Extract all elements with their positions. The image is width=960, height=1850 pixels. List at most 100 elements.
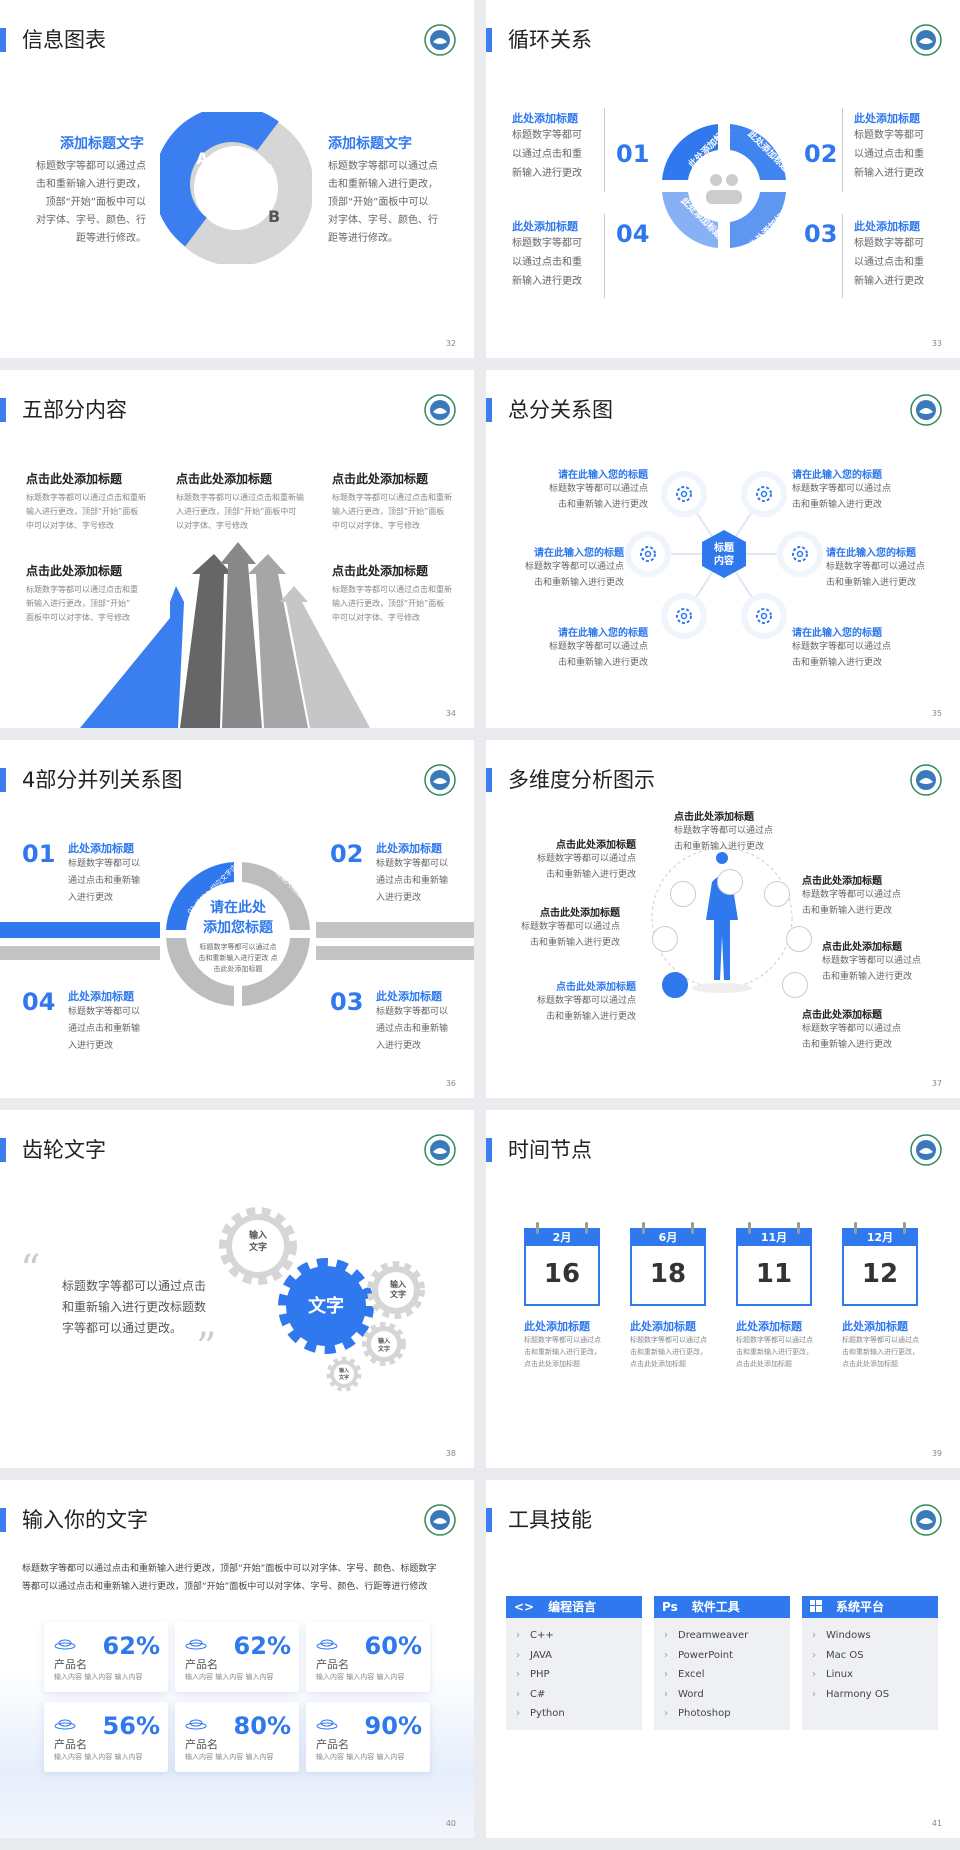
cycle-num-4: 04	[616, 220, 650, 248]
dim-item-3: 点击此处添加标题 标题数字等都可以通过点击和重新输入进行更改	[802, 876, 902, 916]
left-band	[0, 922, 160, 938]
school-logo-icon	[424, 24, 456, 56]
dim-item-4: 点击此处添加标题 标题数字等都可以通过点击和重新输入进行更改	[520, 908, 620, 948]
skill-column-platform: 系统平台 WindowsMac OSLinuxHarmony OS	[802, 1596, 938, 1730]
code-icon: <>	[514, 1600, 535, 1614]
cycle-item-3: 此处添加标题 标题数字等都可以通过点击和重新输入进行更改	[854, 220, 924, 287]
para-item-1: 此处添加标题 标题数字等都可以通过点击和重新输入进行更改	[68, 842, 141, 903]
school-logo-icon	[910, 1504, 942, 1536]
cycle-num-1: 01	[616, 140, 650, 168]
cycle-num-2: 02	[804, 140, 838, 168]
slide-title: 工具技能	[508, 1508, 592, 1532]
hub-item-4: 请在此输入您的标题 标题数字等都可以通过点击和重新输入进行更改	[826, 548, 926, 588]
gear-label-2: 输入文字	[390, 1280, 406, 1299]
title-accent	[0, 28, 6, 52]
title-accent	[486, 28, 492, 52]
slide-title: 五部分内容	[22, 398, 127, 422]
slide-title: 多维度分析图示	[508, 768, 655, 792]
slide-37[interactable]: 多维度分析图示 点击此处添加标题 标题数字等都可以通过点击和重新输入进行更改 点…	[486, 740, 960, 1098]
item-num-1: 01	[22, 840, 56, 868]
calendar-1: 2月 16	[524, 1222, 600, 1306]
hub-item-1: 请在此输入您的标题 标题数字等都可以通过点击和重新输入进行更改	[548, 470, 648, 510]
cycle-item-2: 此处添加标题 标题数字等都可以通过点击和重新输入进行更改	[854, 112, 924, 179]
slide-title: 信息图表	[22, 28, 106, 52]
page-number: 35	[931, 709, 942, 718]
cycle-item-4: 此处添加标题 标题数字等都可以通过点击和重新输入进行更改	[512, 220, 582, 287]
cycle-item-1: 此处添加标题 标题数字等都可以通过点击和重新输入进行更改	[512, 112, 582, 179]
stat-card-3: 60%产品名输入内容 输入内容 输入内容	[306, 1622, 430, 1692]
stat-card-5: 80%产品名输入内容 输入内容 输入内容	[175, 1702, 299, 1772]
slide-39[interactable]: 时间节点 2月 16 6月 18 11月 11 12月 12 此处添加标题 标题…	[486, 1110, 960, 1468]
title-accent	[486, 1138, 492, 1162]
arrows-graphic	[80, 542, 370, 728]
school-logo-icon	[910, 1134, 942, 1166]
item-num-4: 04	[22, 988, 56, 1016]
quote-open-icon: “	[20, 1247, 41, 1293]
calendar-3: 11月 11	[736, 1222, 812, 1306]
dim-item-7: 点击此处添加标题 标题数字等都可以通过点击和重新输入进行更改	[802, 1010, 902, 1050]
dish-icon	[185, 1719, 207, 1730]
dim-item-1: 点击此处添加标题 标题数字等都可以通过点击和重新输入进行更改	[674, 812, 774, 852]
title-accent	[486, 768, 492, 792]
stat-card-6: 90%产品名输入内容 输入内容 输入内容	[306, 1702, 430, 1772]
slide-32[interactable]: 信息图表 添加标题文字 标题数字等都可以通过点 击和重新输入进行更改， 顶部“开…	[0, 0, 474, 358]
node-item-4: 此处添加标题 标题数字等都可以通过点击和重新输入进行更改，点击此处添加标题	[842, 1320, 919, 1368]
gear-icon-4	[783, 537, 817, 571]
quote-text: 标题数字等都可以通过点击和重新输入进行更改标题数字等都可以通过更改。	[62, 1279, 207, 1335]
slide-33[interactable]: 循环关系 此处添加标题 标题数字等都可以通过点击和重新输入进行更改 01 此处添…	[486, 0, 960, 358]
dish-icon	[316, 1639, 338, 1650]
windows-icon	[810, 1600, 822, 1612]
part-item-5: 点击此处添加标题 标题数字等都可以通过点击和重新输入进行更改，顶部“开始”面板中…	[332, 564, 452, 622]
divider	[604, 214, 605, 298]
cycle-ring: 此处添加标题 此处添加标题 此处添加标题 此处添加标题	[662, 123, 794, 251]
cycle-num-3: 03	[804, 220, 838, 248]
slide-34[interactable]: 五部分内容 点击此处添加标题 标题数字等都可以通过点击和重新输入进行更改，顶部“…	[0, 370, 474, 728]
dish-icon	[54, 1639, 76, 1650]
right-band	[316, 922, 474, 938]
node-item-1: 此处添加标题 标题数字等都可以通过点击和重新输入进行更改，点击此处添加标题	[524, 1320, 601, 1368]
title-accent	[486, 1508, 492, 1532]
page-number: 40	[445, 1819, 456, 1828]
school-logo-icon	[424, 394, 456, 426]
divider	[842, 108, 843, 192]
dim-item-2: 点击此处添加标题 标题数字等都可以通过点击和重新输入进行更改	[536, 840, 636, 880]
right-heading: 添加标题文字	[328, 136, 412, 152]
bag-icon	[764, 881, 790, 907]
part-item-2: 点击此处添加标题 标题数字等都可以通过点击和重新输入进行更改，顶部“开始”面板中…	[176, 472, 304, 530]
slide-40[interactable]: 输入你的文字 标题数字等都可以通过点击和重新输入进行更改，顶部“开始”面板中可以…	[0, 1480, 474, 1838]
slide-35[interactable]: 总分关系图 标题内容 请在此输入您的标题 标题数字等都可以通过点击和重新输入进行…	[486, 370, 960, 728]
school-logo-icon	[424, 1504, 456, 1536]
title-accent	[0, 1138, 6, 1162]
school-logo-icon	[424, 1134, 456, 1166]
page-number: 34	[445, 709, 456, 718]
stat-card-2: 62%产品名输入内容 输入内容 输入内容	[175, 1622, 299, 1692]
dish-icon	[185, 1639, 207, 1650]
gear-icon-6	[747, 599, 781, 633]
slide-38[interactable]: 齿轮文字 “ 标题数字等都可以通过点击和重新输入进行更改标题数字等都可以通过更改…	[0, 1110, 474, 1468]
cap-icon	[662, 972, 688, 998]
calendar-2: 6月 18	[630, 1222, 706, 1306]
diamond-icon	[717, 869, 743, 895]
right-band-gray	[316, 946, 474, 960]
donut-chart: A B	[160, 112, 312, 264]
page-number: 41	[931, 1819, 942, 1828]
person-orbit	[651, 847, 793, 993]
photoshop-icon: Ps	[662, 1600, 678, 1614]
gear-icon-3	[631, 537, 665, 571]
slide-36[interactable]: 4部分并列关系图 01 请输入相应文字内容 01 请输入相应文字内容 请在此处 …	[0, 740, 474, 1098]
title-accent	[0, 768, 6, 792]
para-item-2: 此处添加标题 标题数字等都可以通过点击和重新输入进行更改	[376, 842, 449, 903]
gear-icon-5	[667, 599, 701, 633]
hub-item-5: 请在此输入您的标题 标题数字等都可以通过点击和重新输入进行更改	[548, 628, 648, 668]
page-number: 39	[931, 1449, 942, 1458]
part-item-4: 点击此处添加标题 标题数字等都可以通过点击和重新输入进行更改，顶部“开始”面板中…	[26, 564, 138, 622]
school-logo-icon	[424, 764, 456, 796]
slide-title: 齿轮文字	[22, 1138, 106, 1162]
hub-center: 标题内容	[714, 543, 734, 567]
page-number: 37	[931, 1079, 942, 1088]
left-text: 标题数字等都可以通过点 击和重新输入进行更改， 顶部“开始”面板中可以 对字体、…	[36, 161, 146, 244]
gear-label-3: 输入文字	[377, 1338, 390, 1353]
left-band-gray	[0, 946, 160, 960]
